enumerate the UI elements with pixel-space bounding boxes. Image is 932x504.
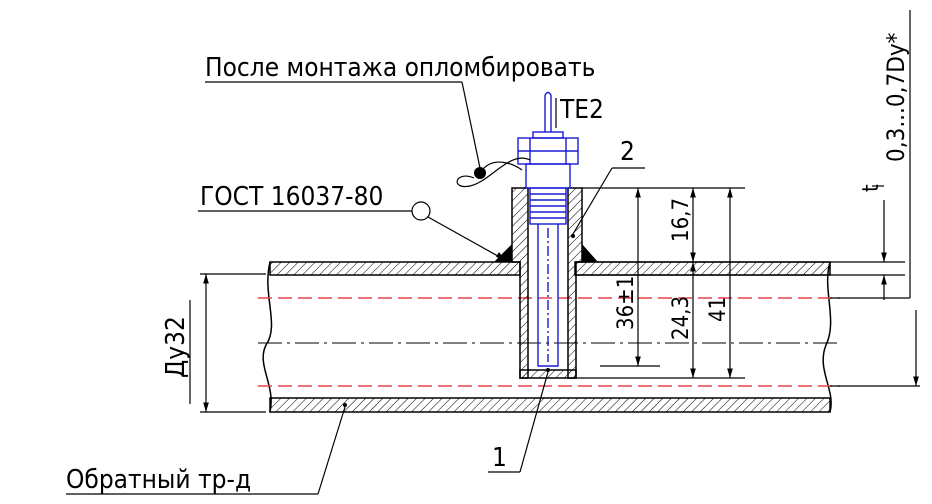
sensor-te2 [517,91,579,367]
sensor-label: TE2 [559,95,604,125]
dim-16-7: 16,7 [669,198,694,242]
leader-lines [66,81,645,495]
seal-note: После монтажа опломбировать [205,53,595,83]
dimension-lines [200,10,920,413]
pipe-diameter-label: Ду32 [161,316,191,378]
dim-t: t [859,184,884,192]
part-2-label: 2 [620,137,635,167]
seal-wire [456,157,531,188]
part-1-label: 1 [492,443,507,473]
dim-immersion: 0,3...0,7Dy* [882,32,910,162]
dim-41: 41 [706,297,731,322]
weld-standard-label: ГОСТ 16037-80 [200,182,383,212]
pipe-top-wall [269,261,831,276]
dim-36: 36±1 [614,276,639,330]
pipe-name-label: Обратный тр-д [66,465,251,495]
pipe-break-lines [262,261,832,413]
dim-24-3: 24,3 [669,296,694,340]
pipe-bottom-wall [269,397,831,413]
thermowell-boss [494,187,598,379]
